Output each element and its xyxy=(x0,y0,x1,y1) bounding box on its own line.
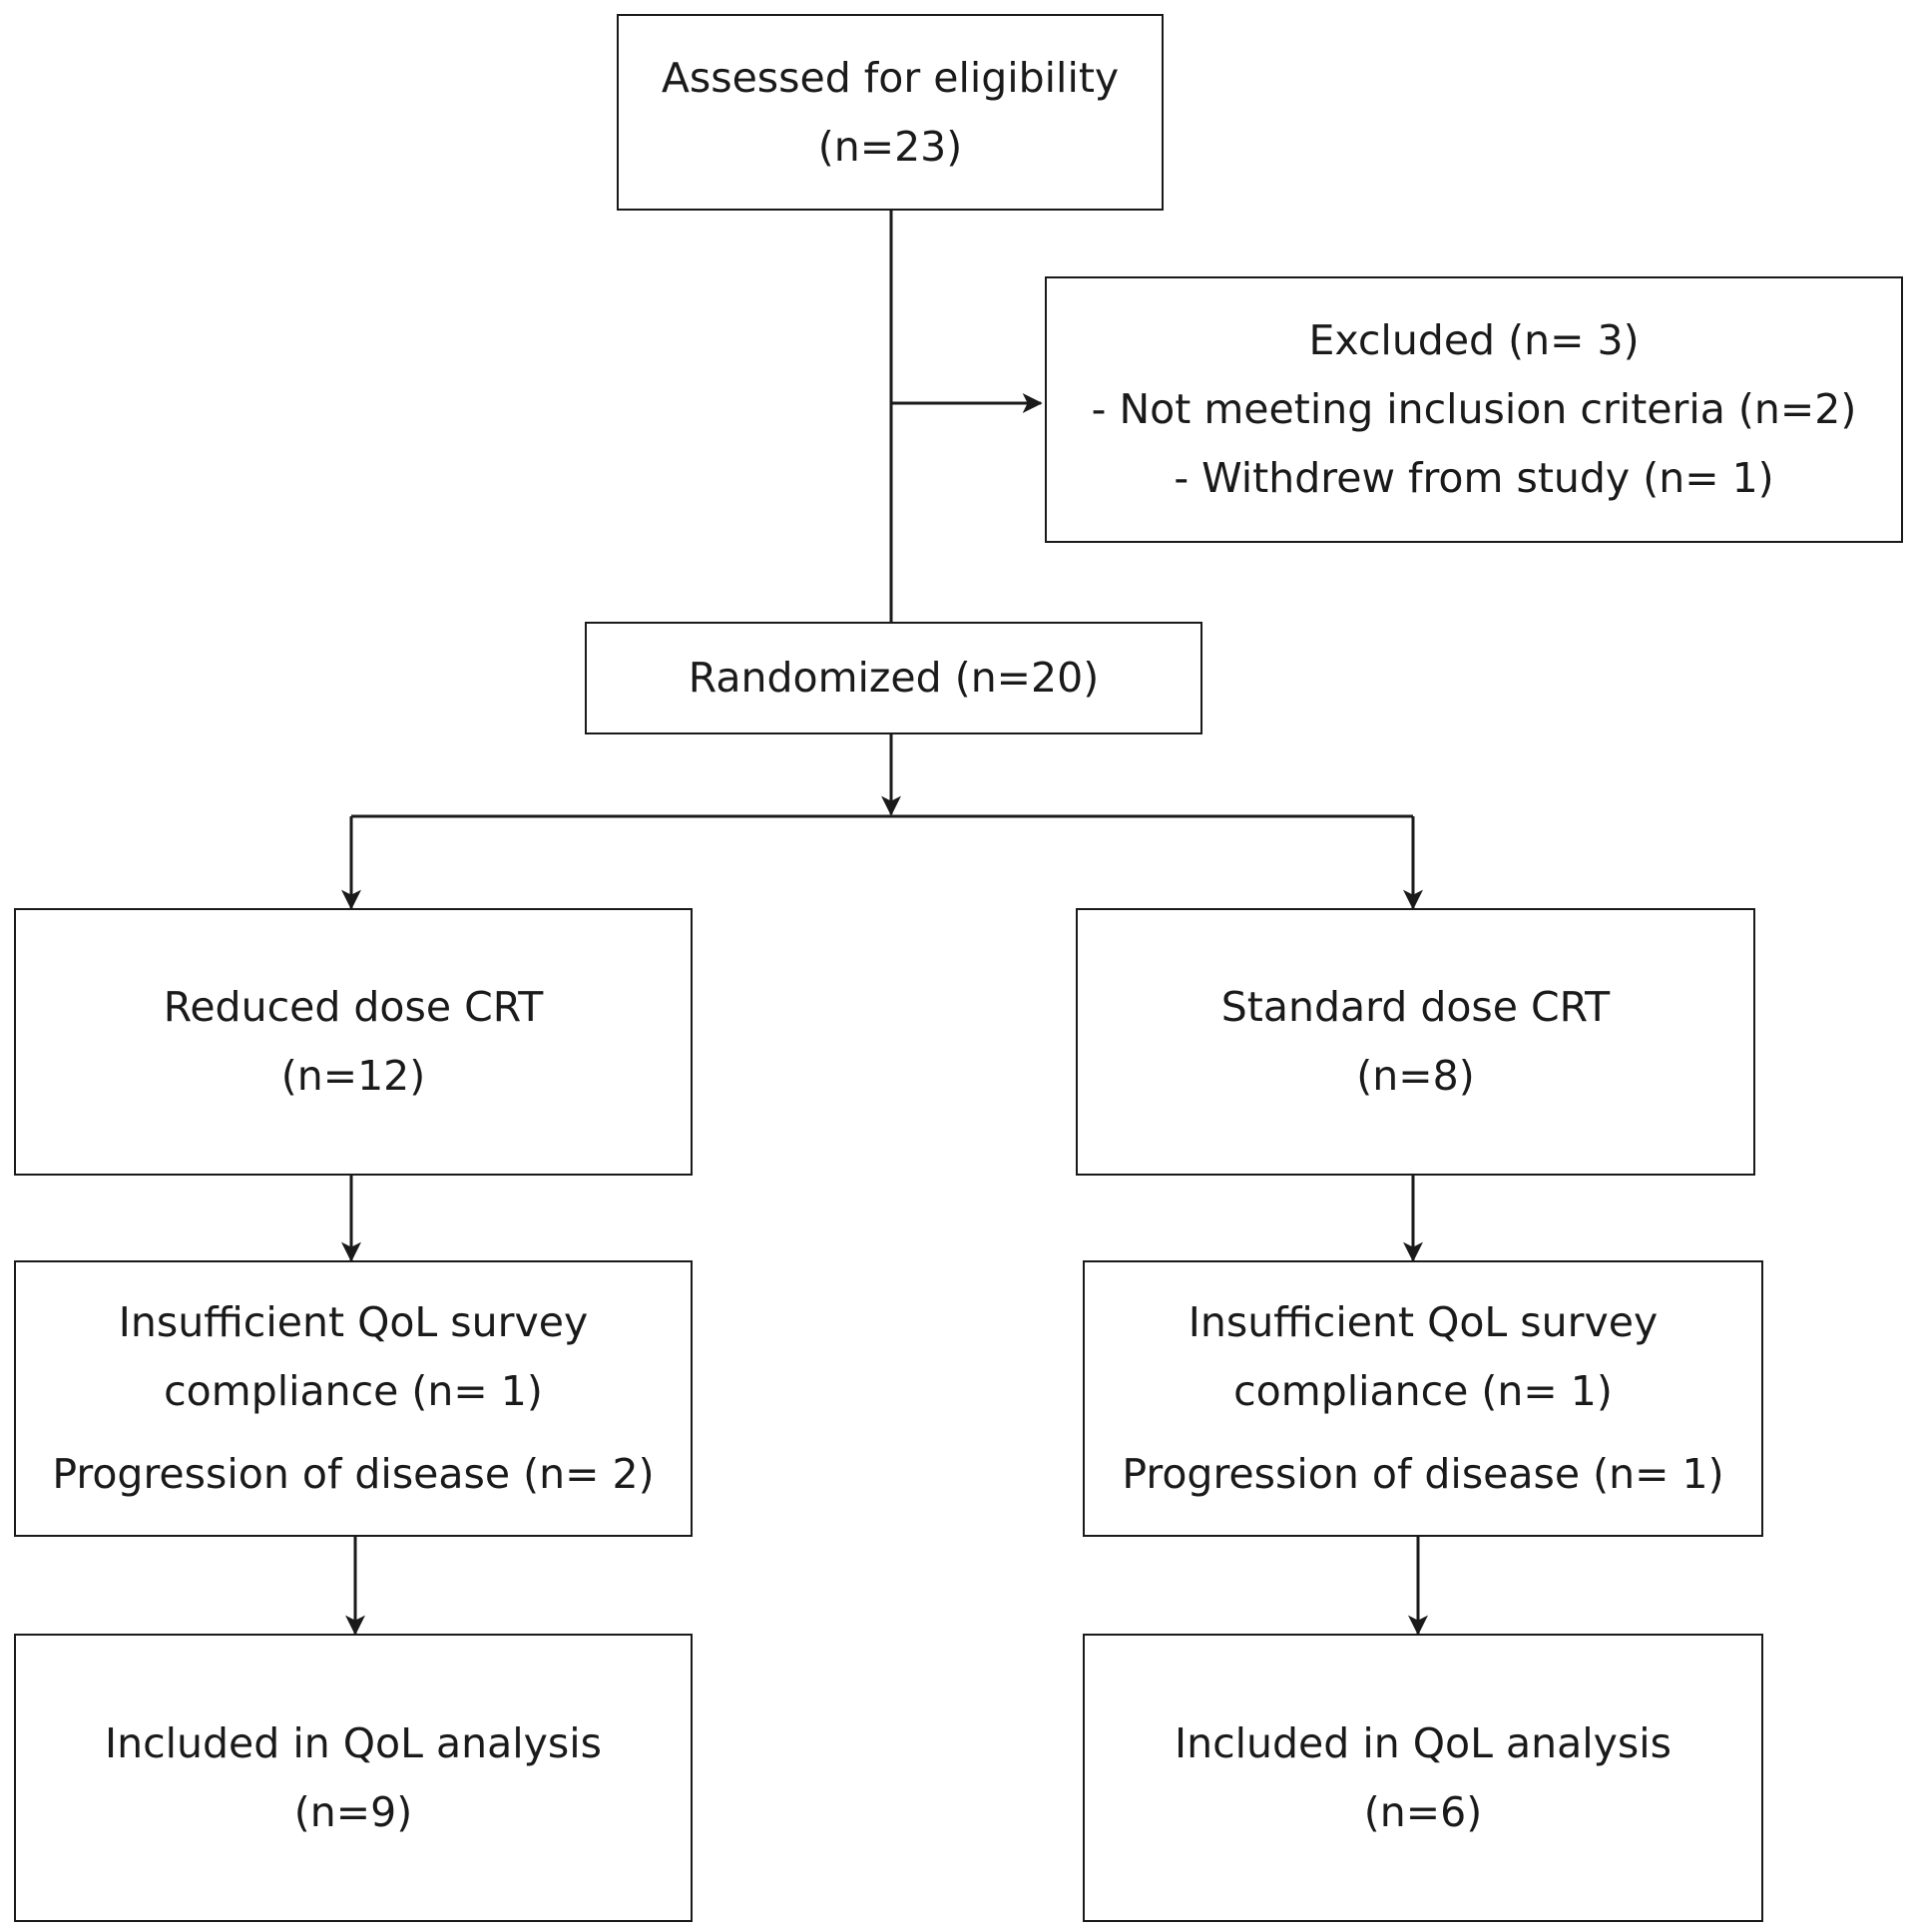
standard-dose-losses-line1: Insufficient QoL survey xyxy=(1188,1298,1659,1346)
standard-dose-allocation-box: Standard dose CRT (n=8) xyxy=(1076,908,1755,1176)
excluded-box: Excluded (n= 3) - Not meeting inclusion … xyxy=(1045,276,1903,543)
standard-dose-analysis-count: (n=6) xyxy=(1363,1787,1483,1836)
reduced-dose-analysis-box: Included in QoL analysis (n=9) xyxy=(14,1634,693,1922)
reduced-dose-analysis-title: Included in QoL analysis xyxy=(105,1718,602,1767)
assessed-count: (n=23) xyxy=(817,122,963,171)
randomized-label: Randomized (n=20) xyxy=(688,654,1100,702)
standard-dose-analysis-box: Included in QoL analysis (n=6) xyxy=(1083,1634,1763,1922)
reduced-dose-analysis-count: (n=9) xyxy=(293,1787,413,1836)
reduced-dose-losses-line1: Insufficient QoL survey xyxy=(118,1298,589,1346)
randomized-box: Randomized (n=20) xyxy=(585,622,1202,734)
standard-dose-losses-line2: compliance (n= 1) xyxy=(1233,1367,1613,1415)
standard-dose-count: (n=8) xyxy=(1356,1052,1475,1100)
standard-dose-losses-progression: Progression of disease (n= 1) xyxy=(1122,1450,1724,1498)
reduced-dose-allocation-box: Reduced dose CRT (n=12) xyxy=(14,908,693,1176)
reduced-dose-title: Reduced dose CRT xyxy=(163,983,544,1031)
excluded-title: Excluded (n= 3) xyxy=(1308,316,1640,364)
reduced-dose-count: (n=12) xyxy=(280,1052,426,1100)
assessed-title: Assessed for eligibility xyxy=(661,53,1120,102)
excluded-reason-inclusion: - Not meeting inclusion criteria (n=2) xyxy=(1091,385,1857,433)
standard-dose-analysis-title: Included in QoL analysis xyxy=(1175,1718,1672,1767)
standard-dose-losses-box: Insufficient QoL survey compliance (n= 1… xyxy=(1083,1260,1763,1537)
excluded-reason-withdrew: - Withdrew from study (n= 1) xyxy=(1174,454,1774,502)
reduced-dose-losses-box: Insufficient QoL survey compliance (n= 1… xyxy=(14,1260,693,1537)
assessed-box: Assessed for eligibility (n=23) xyxy=(617,14,1164,211)
reduced-dose-losses-progression: Progression of disease (n= 2) xyxy=(52,1450,655,1498)
reduced-dose-losses-line2: compliance (n= 1) xyxy=(164,1367,543,1415)
standard-dose-title: Standard dose CRT xyxy=(1220,983,1611,1031)
